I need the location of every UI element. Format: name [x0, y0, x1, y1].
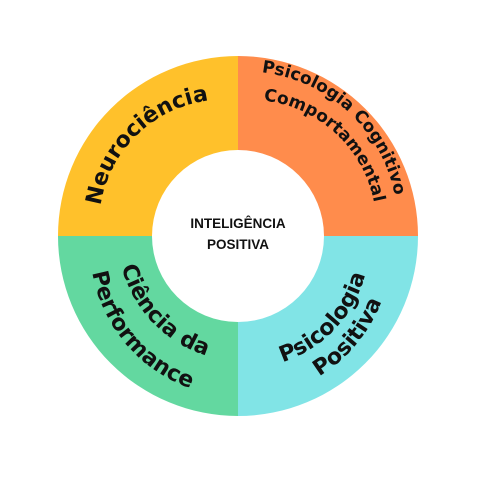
segment-neurociencia [58, 56, 238, 236]
segment-psicologia-positiva [238, 236, 418, 416]
center-title-line-2: POSITIVA [207, 237, 269, 252]
segment-ciencia-da-performance [58, 236, 238, 416]
center-title-line-1: INTELIGÊNCIA [190, 216, 286, 231]
segment-psicologia-cognitivo-comportamental [238, 56, 418, 236]
